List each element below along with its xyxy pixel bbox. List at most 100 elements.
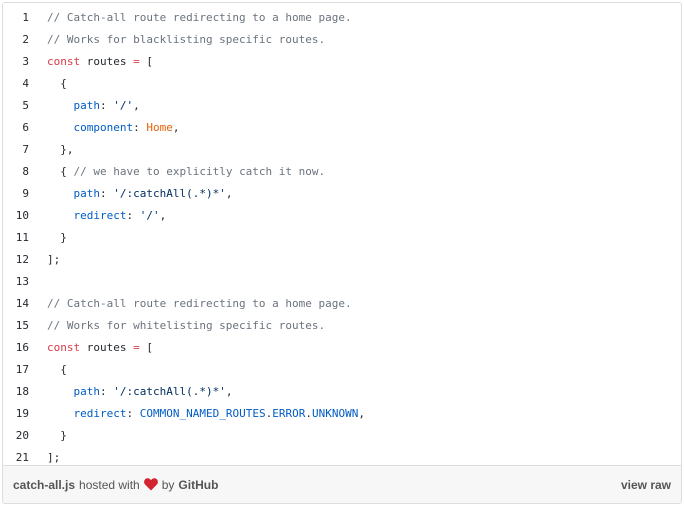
line-number: 15 [15,319,29,332]
line-number: 19 [15,407,29,420]
code-token: , [159,209,167,222]
code-token: const [47,55,81,68]
code-text: path: '/:catchAll(.*)*', [47,183,233,205]
code-line: 15 // Works for whitelisting specific rou… [3,315,681,337]
code-text: redirect: COMMON_NAMED_ROUTES.ERROR.UNKN… [47,403,365,425]
code-line: 21]; [3,447,681,469]
code-token: // Works for whitelisting specific route… [47,319,326,332]
by-text: by [161,477,175,492]
code-line: 1// Catch-all route redirecting to a hom… [3,7,681,29]
code-token: . [265,407,273,420]
code-text: const routes = [ [47,51,153,73]
line-number: 20 [15,429,29,442]
code-token: = [133,55,140,68]
line-number: 14 [15,297,29,310]
code-token: routes [80,55,134,68]
code-token: component [73,121,134,134]
code-token: : [100,187,114,200]
code-token [47,209,74,222]
code-text: { [47,359,67,381]
code-text: // Catch-all route redirecting to a home… [47,7,352,29]
code-token [47,121,74,134]
code-view: 1// Catch-all route redirecting to a hom… [3,3,681,465]
code-text: redirect: '/', [47,205,167,227]
code-text: } [47,227,67,249]
hosted-with-text: hosted with [79,477,140,492]
code-token [47,407,74,420]
code-line: 4 { [3,73,681,95]
code-line: 13 [3,271,681,293]
code-text: const routes = [ [47,337,153,359]
line-number: 13 [15,275,29,288]
code-token: redirect [73,209,127,222]
code-token: Home [146,121,173,134]
code-token: , [133,99,140,112]
code-token: routes [80,341,134,354]
code-text: component: Home, [47,117,180,139]
line-number: 8 [22,165,29,178]
file-name-link[interactable]: catch-all.js [13,477,76,492]
code-line: 9 path: '/:catchAll(.*)*', [3,183,681,205]
code-token: '/' [113,99,134,112]
code-token: : [126,209,140,222]
code-text: // Works for whitelisting specific route… [47,315,325,337]
code-token: '/' [139,209,160,222]
line-number: 6 [22,121,29,134]
view-raw-link[interactable]: view raw [620,477,671,492]
code-token: { [47,165,74,178]
code-token: '/:catchAll(.*)*' [113,385,226,398]
code-line: 2 // Works for blacklisting specific rout… [3,29,681,51]
code-token: , [358,407,365,420]
code-token: ]; [47,253,61,266]
code-token: : [133,121,147,134]
line-number: 17 [15,363,29,376]
github-link[interactable]: GitHub [178,477,219,492]
code-token: UNKNOWN [311,407,359,420]
line-number: 16 [15,341,29,354]
code-text: ]; [47,249,60,271]
line-number: 4 [22,77,29,90]
code-text: // Works for blacklisting specific route… [47,29,325,51]
code-token: { [47,77,67,90]
code-token: // Works for blacklisting specific route… [47,33,326,46]
code-line: 18 path: '/:catchAll(.*)*', [3,381,681,403]
code-token: : [100,385,114,398]
code-line: 17 { [3,359,681,381]
code-line: 6 component: Home, [3,117,681,139]
code-text: // Catch-all route redirecting to a home… [47,293,352,315]
code-token: ]; [47,451,61,464]
code-token: // Catch-all route redirecting to a home… [47,11,352,24]
code-token [47,385,74,398]
code-line: 5 path: '/', [3,95,681,117]
code-text: { [47,73,67,95]
code-text: { // we have to explicitly catch it now. [47,161,325,183]
code-token: } [47,231,67,244]
line-number: 9 [22,187,29,200]
code-token: // we have to explicitly catch it now. [73,165,326,178]
code-token: redirect [73,407,127,420]
code-line: 14 // Catch-all route redirecting to a ho… [3,293,681,315]
code-token: ERROR [272,407,306,420]
code-token: }, [47,143,74,156]
code-line: 16 const routes = [ [3,337,681,359]
heart-icon [143,478,158,491]
line-number: 2 [22,33,29,46]
code-token: , [172,121,180,134]
code-token: path [73,99,101,112]
code-token: : [126,407,140,420]
line-number: 11 [15,231,29,244]
line-number: 7 [22,143,29,156]
line-number: 21 [15,451,29,464]
code-text: path: '/', [47,95,140,117]
code-token: , [225,187,233,200]
line-number: 5 [22,99,29,112]
code-token [47,99,74,112]
gist-footer: catch-all.js hosted with by GitHub view … [3,465,681,503]
code-line: 12]; [3,249,681,271]
code-token: // Catch-all route redirecting to a home… [47,297,352,310]
code-token [47,187,74,200]
code-text: ]; [47,447,60,469]
code-line: 10 redirect: '/', [3,205,681,227]
code-token: path [73,385,101,398]
